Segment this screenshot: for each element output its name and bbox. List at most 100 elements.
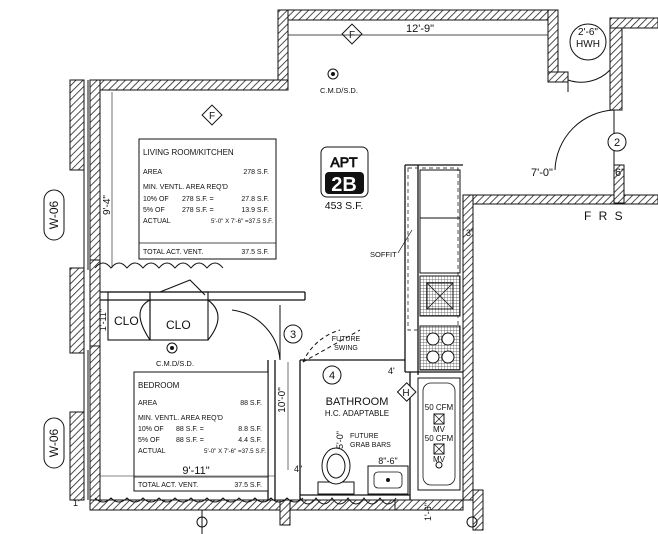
svg-text:LIVING ROOM/KITCHEN: LIVING ROOM/KITCHEN: [143, 148, 234, 157]
smoke-detector-bedroom: C.M.D/S.D.: [156, 342, 194, 368]
svg-text:MV: MV: [433, 425, 446, 434]
window-tag-lower: W-06: [43, 417, 65, 469]
svg-text:1'-11": 1'-11": [98, 309, 108, 331]
kitchen-counter: [419, 169, 461, 274]
clo-label-2: CLO: [166, 318, 191, 332]
soffit-label: SOFFIT: [370, 250, 397, 259]
future-swing-label-2: SWING: [334, 345, 358, 352]
stub-c: 3': [466, 228, 473, 238]
svg-text:2'-6": 2'-6": [578, 27, 598, 38]
corridor-dimension: 7'-0": [531, 167, 553, 179]
svg-text:2B: 2B: [331, 174, 357, 196]
svg-text:MV: MV: [433, 455, 446, 464]
svg-text:50 CFM: 50 CFM: [425, 403, 454, 412]
clo-label-1: CLO: [114, 314, 139, 328]
range: [419, 325, 461, 371]
svg-text:TOTAL ACT. VENT.: TOTAL ACT. VENT.: [143, 249, 203, 256]
stub-a: 1': [73, 498, 80, 508]
svg-text:TOTAL ACT. VENT.: TOTAL ACT. VENT.: [138, 482, 198, 489]
svg-text:5% OF: 5% OF: [143, 207, 165, 214]
svg-text:37.5 S.F.: 37.5 S.F.: [241, 249, 269, 256]
door-tag-3: 3: [283, 324, 303, 344]
svg-text:4: 4: [329, 370, 335, 382]
svg-text:12'-9": 12'-9": [406, 23, 434, 35]
svg-text:MIN. VENTL. AREA REQ'D: MIN. VENTL. AREA REQ'D: [138, 415, 223, 422]
svg-text:5'-0": 5'-0": [335, 431, 345, 449]
svg-text:F: F: [209, 111, 215, 122]
door-tag-2: 2: [607, 132, 627, 152]
svg-text:278 S.F. =: 278 S.F. =: [182, 207, 214, 214]
window-tag-upper: W-06: [43, 189, 65, 241]
svg-text:10% OF: 10% OF: [143, 196, 169, 203]
apartment-tag: APT 2B 453 S.F.: [320, 146, 369, 212]
bedroom-height-dimension: 10'-0": [277, 362, 289, 470]
revision-cloud: [94, 262, 224, 269]
svg-text:88 S.F. =: 88 S.F. =: [176, 437, 204, 444]
svg-text:8"-6": 8"-6": [378, 456, 397, 466]
svg-text:AREA: AREA: [138, 400, 157, 407]
svg-text:ACTUAL: ACTUAL: [143, 218, 171, 225]
clo-depth-dimension: 1'-11": [98, 309, 108, 331]
window-lower: [69, 267, 89, 501]
svg-text:4.4 S.F.: 4.4 S.F.: [238, 437, 262, 444]
hc-adaptable-label: H.C. ADAPTABLE: [325, 409, 389, 418]
right-edge-dimension: 6": [615, 167, 625, 179]
svg-text:50 CFM: 50 CFM: [425, 434, 454, 443]
door-tag-4: 4: [322, 365, 342, 385]
svg-text:BEDROOM: BEDROOM: [138, 381, 180, 390]
svg-text:37.5 S.F.: 37.5 S.F.: [234, 482, 262, 489]
future-swing-label-1: FUTURE: [332, 336, 361, 343]
svg-text:AREA: AREA: [143, 169, 162, 176]
svg-text:5'-0" X 7'-6" =37.5 S.F.: 5'-0" X 7'-6" =37.5 S.F.: [211, 218, 273, 225]
svg-text:88 S.F. =: 88 S.F. =: [176, 426, 204, 433]
sink: [419, 275, 461, 317]
svg-text:C.M.D/S.D.: C.M.D/S.D.: [156, 359, 194, 368]
future-grab-label-1: FUTURE: [350, 433, 379, 440]
toilet: [317, 447, 355, 495]
svg-text:10'-0": 10'-0": [277, 387, 288, 413]
svg-text:278 S.F. =: 278 S.F. =: [182, 196, 214, 203]
svg-text:9'-11": 9'-11": [182, 465, 209, 477]
hall-partial-label: F R S: [584, 209, 625, 223]
svg-text:HWH: HWH: [576, 39, 600, 50]
svg-text:C.M.D/S.D.: C.M.D/S.D.: [320, 86, 358, 95]
bedroom-schedule: BEDROOM AREA 88 S.F. MIN. VENTL. AREA RE…: [133, 371, 269, 492]
living-height-dimension: 9'-4": [102, 92, 113, 268]
svg-text:2: 2: [614, 137, 620, 149]
svg-text:9'-4": 9'-4": [102, 195, 113, 215]
svg-text:W-06: W-06: [47, 200, 61, 229]
bottom-markers: [196, 510, 478, 534]
dimension-top: 12'-9": [288, 23, 548, 36]
svg-text:10% OF: 10% OF: [138, 426, 164, 433]
window-upper: [69, 79, 89, 270]
bedroom-width-dimension: 9'-11": [100, 465, 275, 477]
svg-text:3: 3: [290, 329, 296, 341]
section-marker-left: F: [201, 104, 223, 126]
vanity: 8"-6": [367, 456, 409, 495]
h-tag: H: [396, 382, 417, 402]
svg-text:5% OF: 5% OF: [138, 437, 160, 444]
stub-b: 4': [388, 366, 395, 376]
bottom-sill-dimension: 1'-6": [423, 503, 433, 521]
svg-text:27.8 S.F.: 27.8 S.F.: [241, 196, 269, 203]
svg-text:F: F: [349, 30, 355, 41]
svg-text:278 S.F.: 278 S.F.: [243, 169, 269, 176]
svg-text:W-06: W-06: [47, 428, 61, 457]
svg-text:5'-0" X 7'-6" =37.5 S.F.: 5'-0" X 7'-6" =37.5 S.F.: [204, 448, 266, 455]
svg-text:1'-6": 1'-6": [423, 503, 433, 521]
bath-depth-dimension: 5'-0": [335, 431, 345, 449]
living-schedule: LIVING ROOM/KITCHEN AREA 278 S.F. MIN. V…: [138, 138, 277, 260]
doors: [231, 69, 615, 363]
svg-text:MIN. VENTL. AREA REQ'D: MIN. VENTL. AREA REQ'D: [143, 184, 228, 191]
revision-cloud-lower: [94, 497, 304, 503]
svg-text:88 S.F.: 88 S.F.: [240, 400, 262, 407]
future-grab-label-2: GRAB BARS: [350, 442, 391, 449]
svg-text:8.8 S.F.: 8.8 S.F.: [238, 426, 262, 433]
svg-text:ACTUAL: ACTUAL: [138, 448, 166, 455]
svg-text:APT: APT: [330, 154, 358, 170]
exterior-walls: [89, 9, 658, 531]
closets: [107, 279, 219, 341]
svg-text:H: H: [402, 388, 409, 399]
svg-text:13.9 S.F.: 13.9 S.F.: [241, 207, 269, 214]
